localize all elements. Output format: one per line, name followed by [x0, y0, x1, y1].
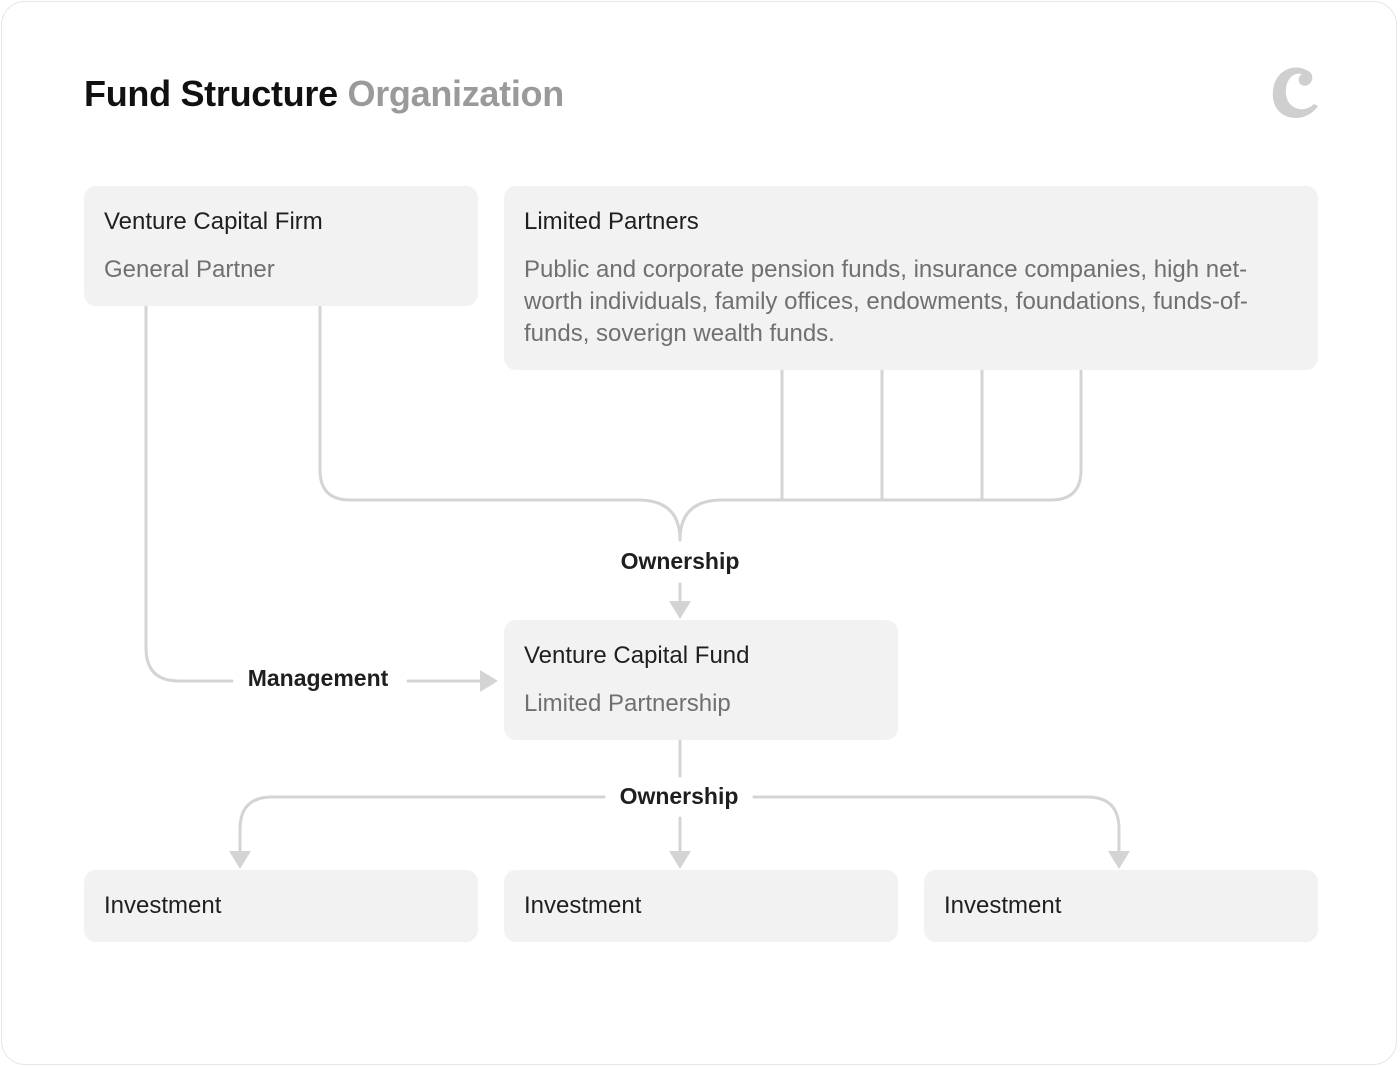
gp-ownership-connector — [318, 304, 682, 542]
management-connector — [144, 304, 234, 683]
fund-box: Venture Capital Fund Limited Partnership — [504, 620, 898, 740]
gp-subtitle: General Partner — [104, 256, 275, 283]
gp-title: Venture Capital Firm — [104, 208, 323, 235]
ownership-left-connector — [238, 795, 606, 854]
lp-title: Limited Partners — [524, 208, 699, 235]
title-main: Fund Structure — [84, 73, 338, 114]
lp-ownership-connector — [678, 368, 1083, 542]
investment-box: Investment — [84, 870, 478, 942]
investment-label: Investment — [944, 892, 1062, 919]
c-logo-icon — [1272, 67, 1318, 118]
fund-subtitle: Limited Partnership — [524, 690, 731, 717]
ownership-label-bottom: Ownership — [608, 782, 750, 810]
title-sub: Organization — [347, 73, 565, 114]
arrowhead-icon — [229, 851, 251, 869]
gp-box: Venture Capital Firm General Partner — [84, 186, 478, 306]
investment-box: Investment — [924, 870, 1318, 942]
arrowhead-icon — [480, 670, 498, 692]
arrowhead-icon — [669, 601, 691, 619]
page-title: Fund Structure Organization — [84, 72, 564, 116]
arrowhead-icon — [1108, 851, 1130, 869]
fund-title: Venture Capital Fund — [524, 642, 750, 669]
arrowhead-icon — [669, 851, 691, 869]
investment-box: Investment — [504, 870, 898, 942]
ownership-right-connector — [752, 795, 1121, 854]
lp-description: Public and corporate pension funds, insu… — [524, 256, 1248, 347]
investment-label: Investment — [104, 892, 222, 919]
ownership-label-top: Ownership — [612, 547, 748, 575]
investment-label: Investment — [524, 892, 642, 919]
lp-box: Limited Partners Public and corporate pe… — [504, 186, 1318, 370]
management-label: Management — [236, 664, 400, 692]
